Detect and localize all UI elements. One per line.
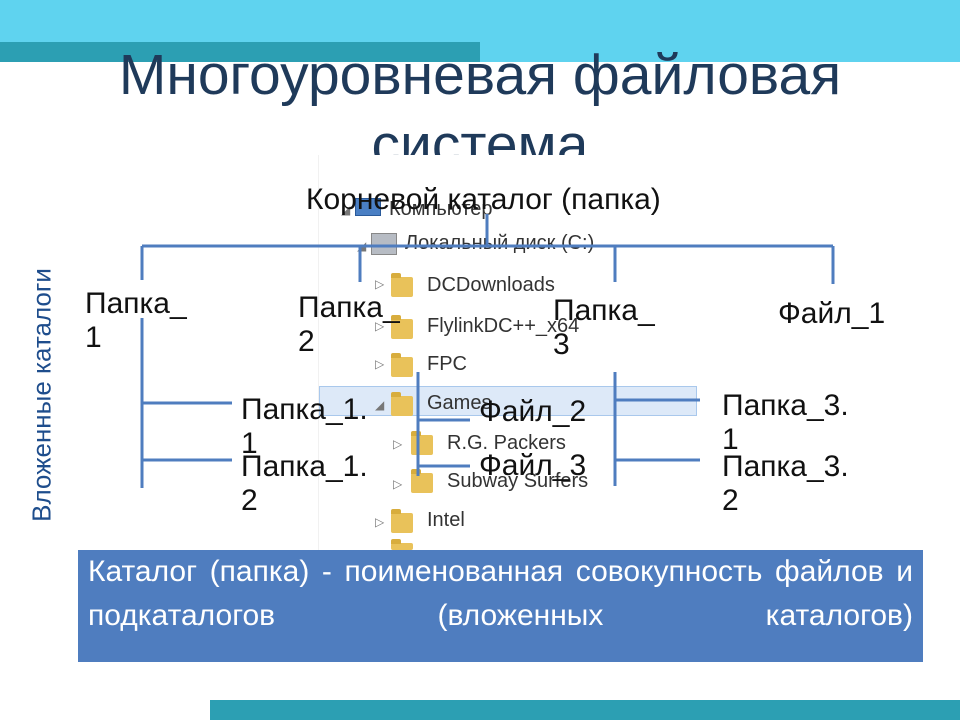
slide-title: Многоуровневая файловая система [118,43,842,158]
folder-icon [391,539,413,550]
node-file-1: Файл_1 [778,297,886,330]
node-folder-2: Папка_ 2 [298,291,400,358]
explorer-folder-1: FlylinkDC++_x64 [427,315,580,337]
side-label-nested: Вложенные каталоги [14,230,70,560]
explorer-folder-4: R.G. Packers [447,432,566,454]
folder-icon [391,353,413,377]
top-band-dark [0,42,480,62]
folder-icon [391,392,413,416]
definition-box: Каталог (папка) - поименованная совокупн… [78,550,923,662]
disk-icon [371,233,397,255]
explorer-folder-6: Intel [427,509,465,531]
definition-text: Каталог (папка) - поименованная совокупн… [88,555,913,632]
collapse-arrow-icon: ▷ [375,357,385,371]
explorer-folder-2: FPC [427,353,467,375]
explorer-screenshot: ◢ Компьютер ◢ Локальный диск (C:) ▷ DCDo… [318,155,697,550]
computer-icon [355,198,381,216]
side-label-text: Вложенные каталоги [26,268,57,522]
collapse-arrow-icon: ▷ [375,277,385,291]
expand-arrow-icon: ◢ [341,203,351,217]
collapse-arrow-icon: ▷ [393,437,403,451]
node-folder-3-2: Папка_3. 2 [722,450,849,517]
node-folder-3: Папка_ 3 [553,294,655,361]
node-folder-1-1: Папка_1. 1 [241,393,368,460]
root-label: Корневой каталог (папка) [306,183,661,216]
explorer-folder-0: DCDownloads [427,274,555,296]
folder-icon [411,469,433,493]
node-folder-3-1: Папка_3. 1 [722,389,849,456]
node-folder-1: Папка_ 1 [85,287,187,354]
node-folder-1-2: Папка_1. 2 [241,450,368,517]
node-file-3: Файл_3 [479,449,587,482]
bottom-band-dark [210,700,960,720]
collapse-arrow-icon: ▷ [393,477,403,491]
node-file-2: Файл_2 [479,395,587,428]
folder-icon [391,315,413,339]
explorer-disk-label: Локальный диск (C:) [405,232,595,254]
explorer-folder-3: Games [427,392,492,414]
collapse-arrow-icon: ▷ [375,515,385,529]
explorer-folder-5: Subway Surfers [447,470,589,492]
explorer-computer-label: Компьютер [389,198,493,220]
expand-arrow-icon: ◢ [375,398,385,412]
collapse-arrow-icon: ▷ [375,319,385,333]
folder-icon [391,509,413,533]
folder-icon [391,273,413,297]
